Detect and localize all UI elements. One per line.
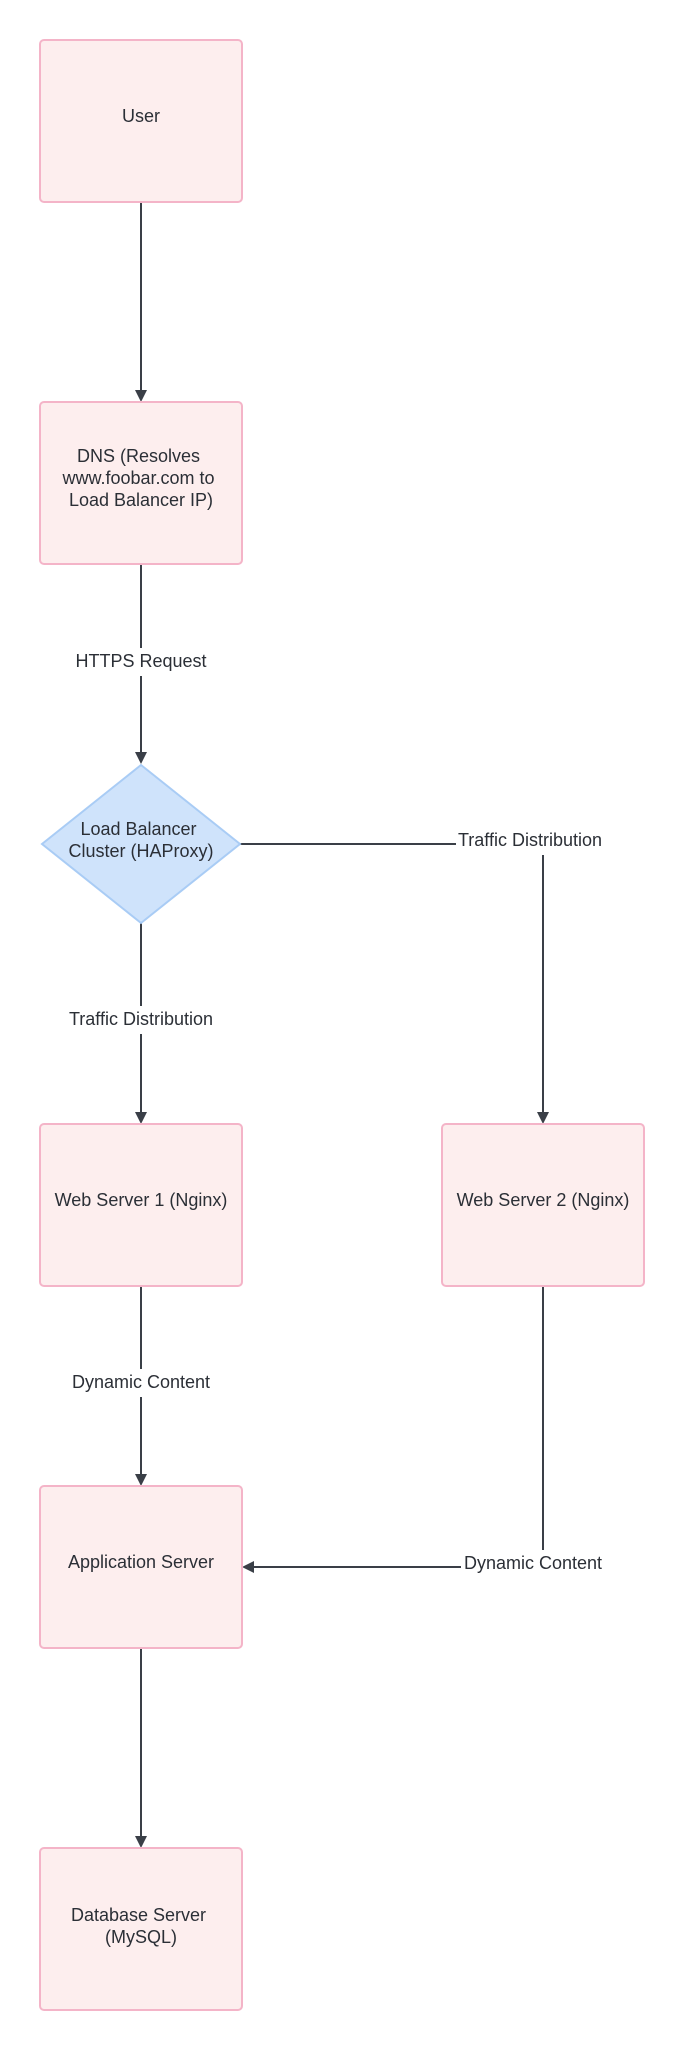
node-web-server-2-box: [441, 1123, 645, 1287]
node-web-server-1: Web Server 1 (Nginx): [39, 1123, 243, 1287]
node-database-server-box: [39, 1847, 243, 2011]
node-application-server-label: Application Server: [68, 1552, 214, 1572]
node-user-label: User: [122, 106, 160, 126]
node-load-balancer-diamond: [40, 763, 242, 925]
edge-labels: HTTPS Request Traffic Distribution Traff…: [63, 648, 609, 1578]
node-user: User: [39, 39, 243, 203]
node-database-server-label: Database Server (MySQL): [71, 1905, 211, 1947]
edge-label-traffic-distribution-web2: Traffic Distribution: [458, 830, 602, 850]
edge-lb-to-web2: [240, 843, 549, 1124]
edge-label-bg: [461, 1550, 609, 1578]
node-dns-box: [39, 401, 243, 565]
node-web-server-2: Web Server 2 (Nginx): [441, 1123, 645, 1287]
node-web-server-1-box: [39, 1123, 243, 1287]
edge-label-dynamic-content-web2: Dynamic Content: [464, 1553, 602, 1573]
edge-web2-to-app: [242, 1287, 544, 1573]
nodes: User DNS (Resolves www.foobar.com to Loa…: [39, 39, 645, 2011]
node-load-balancer: Load Balancer Cluster (HAProxy): [40, 763, 242, 925]
node-application-server: Application Server: [39, 1485, 243, 1649]
node-user-box: [39, 39, 243, 203]
edge-label-bg: [456, 827, 606, 855]
edge-label-bg: [66, 1369, 216, 1397]
node-application-server-box: [39, 1485, 243, 1649]
node-dns-label: DNS (Resolves www.foobar.com to Load Bal…: [61, 446, 219, 510]
node-web-server-1-label: Web Server 1 (Nginx): [55, 1190, 228, 1210]
node-database-server: Database Server (MySQL): [39, 1847, 243, 2011]
edge-label-dynamic-content-web1: Dynamic Content: [72, 1372, 210, 1392]
edge-label-traffic-distribution-web1: Traffic Distribution: [69, 1009, 213, 1029]
edge-label-https-request: HTTPS Request: [75, 651, 206, 671]
edge-label-bg: [63, 1006, 219, 1034]
node-load-balancer-label: Load Balancer Cluster (HAProxy): [68, 819, 213, 861]
edge-label-bg: [68, 648, 214, 676]
node-web-server-2-label: Web Server 2 (Nginx): [457, 1190, 630, 1210]
node-dns: DNS (Resolves www.foobar.com to Load Bal…: [39, 401, 243, 565]
